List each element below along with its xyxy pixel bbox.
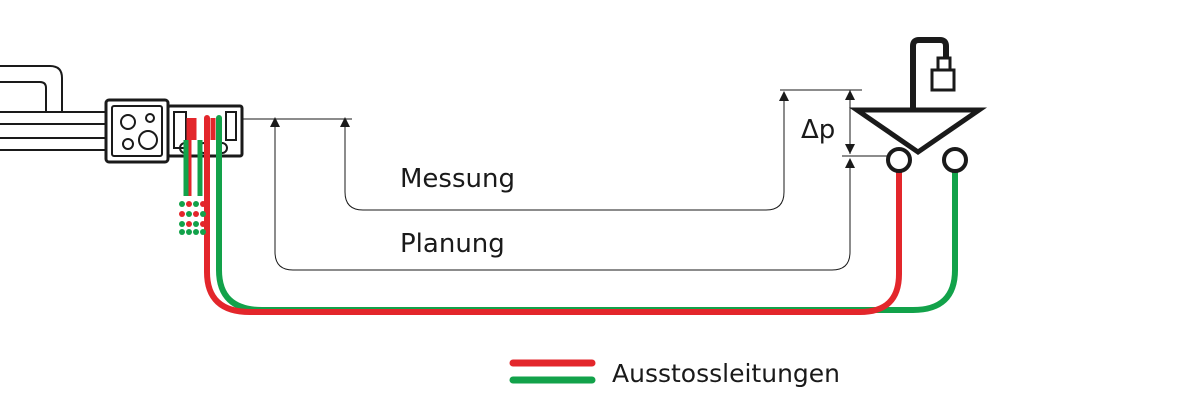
- legend: Ausstossleitungen: [509, 359, 840, 388]
- measurement-label: Messung: [400, 164, 515, 194]
- basin-green-port: [942, 147, 968, 173]
- faucet-icon: [910, 37, 956, 110]
- flush-lines: [183, 115, 958, 315]
- red-flush-line: [204, 115, 902, 315]
- planning-label: Planung: [400, 229, 505, 259]
- planning-dimension: [270, 117, 851, 271]
- inlet-pipes: [0, 65, 105, 151]
- basin-icon: [848, 107, 988, 173]
- measurement-dimension: [242, 89, 862, 211]
- legend-label: Ausstossleitungen: [612, 359, 840, 388]
- pressure-delta-label: Δp: [801, 115, 835, 145]
- pressure-delta-dimension: [842, 90, 890, 168]
- basin-red-port: [886, 147, 912, 173]
- additional-lines-dots: [179, 201, 206, 235]
- green-flush-line: [216, 115, 958, 313]
